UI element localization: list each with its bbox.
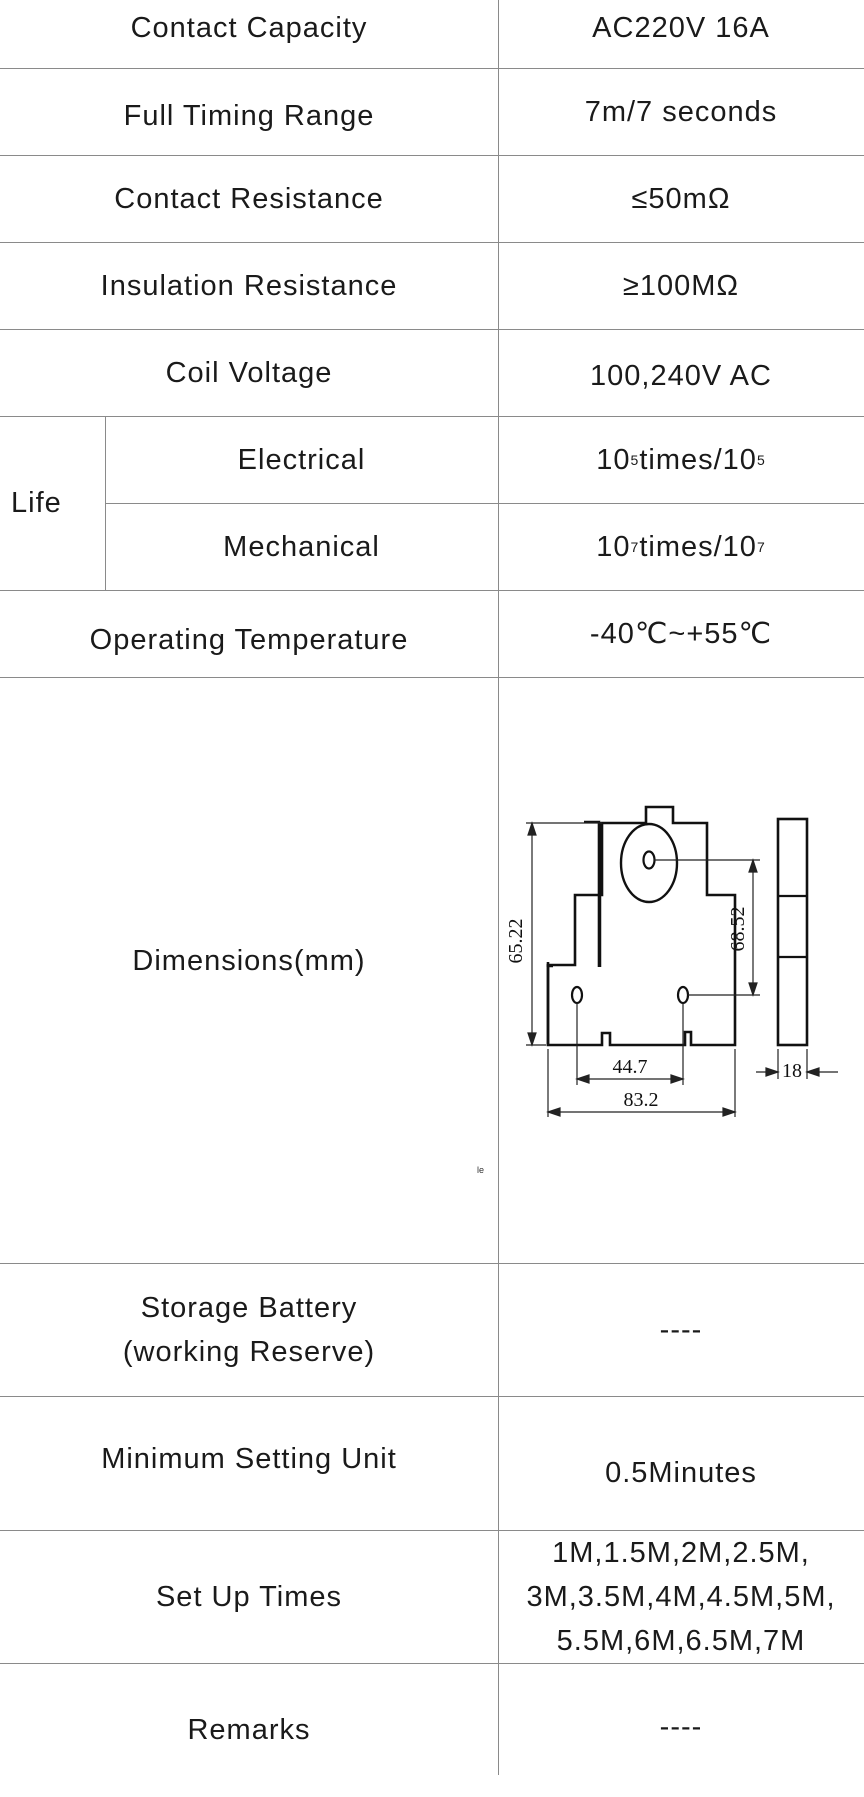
full-timing-range-value: 7m/7 seconds [584,95,778,128]
row-divider [0,155,864,156]
row-divider [0,416,864,417]
contact-resistance-value: ≤50mΩ [631,182,731,215]
electrical-label: Electrical [237,443,366,476]
insulation-resistance-label: Insulation Resistance [100,269,398,302]
mechanical-label: Mechanical [223,530,380,563]
set-up-times-value: 1M,1.5M,2M,2.5M, 3M,3.5M,4M,4.5M,5M, 5.5… [498,1530,864,1663]
remarks-label: Remarks [187,1714,311,1746]
storage-battery-line2: (working Reserve) [122,1335,376,1368]
relay-outline [512,677,600,822]
remarks-value: ---- [659,1711,703,1743]
minimum-setting-unit-label: Minimum Setting Unit [101,1442,397,1475]
set-up-times-label: Set Up Times [155,1580,343,1613]
mechanical-mid: times/10 [639,530,757,563]
operating-temperature-value: -40℃~+55℃ [589,617,773,650]
column-divider [498,0,499,1775]
operating-temperature-label: Operating Temperature [89,623,409,656]
dim-width: 83.2 [624,1089,659,1111]
minimum-setting-unit-value: 0.5Minutes [605,1456,757,1489]
set-up-times-line: 3M,3.5M,4M,4.5M,5M, [526,1580,836,1613]
dim-depth: 18 [782,1060,802,1082]
contact-capacity-value: AC220V 16A [592,12,770,44]
coil-voltage-value: 100,240V AC [590,359,772,392]
set-up-times-line: 1M,1.5M,2M,2.5M, [552,1536,810,1569]
dimension-drawing: 65.22 68.52 44.7 83.2 18 [505,677,838,1117]
mount-hole-left [570,985,584,1005]
row-divider [0,1263,864,1264]
mechanical-base: 10 [596,530,631,563]
mount-hole-right [676,985,690,1005]
coil-voltage-label: Coil Voltage [165,356,333,389]
row-divider [0,1396,864,1397]
side-view [776,817,809,1047]
insulation-resistance-value: ≥100MΩ [622,269,740,302]
storage-battery-line1: Storage Battery [140,1291,358,1324]
storage-battery-label: Storage Battery (working Reserve) [0,1263,498,1396]
electrical-mid: times/10 [639,443,757,476]
dim-height-right: 68.52 [727,907,749,952]
full-timing-range-label: Full Timing Range [123,100,375,132]
dimensions-label: Dimensions(mm) [132,945,366,977]
dim-hole-span: 44.7 [613,1056,648,1078]
contact-capacity-label: Contact Capacity [130,12,368,44]
row-divider [0,1663,864,1664]
knob-hole [642,850,656,870]
contact-resistance-label: Contact Resistance [114,182,384,215]
adjust-knob [619,822,679,904]
row-divider [0,677,864,678]
relay-front-view [546,805,737,1047]
row-divider [0,1530,864,1531]
row-divider [0,329,864,330]
life-sub-divider [105,503,864,504]
row-divider [0,242,864,243]
storage-battery-value: ---- [659,1313,703,1346]
life-column-divider [105,416,106,590]
life-label: Life [11,487,62,519]
row-divider [0,590,864,591]
set-up-times-line: 5.5M,6M,6.5M,7M [556,1624,806,1657]
stray-mark: le [477,1165,485,1175]
electrical-base: 10 [596,443,631,476]
dim-height-left: 65.22 [505,919,527,964]
row-divider [0,68,864,69]
